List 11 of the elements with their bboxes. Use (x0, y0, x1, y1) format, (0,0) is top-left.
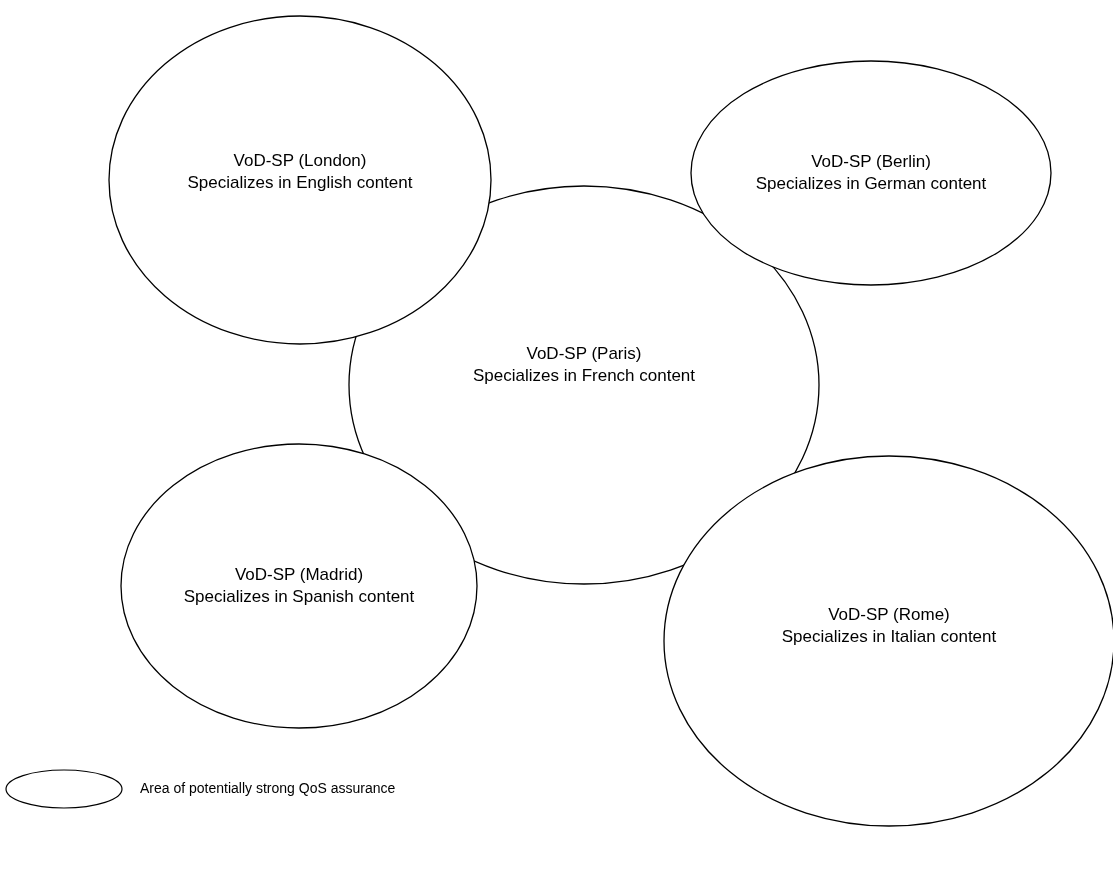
region-title: VoD-SP (London) (233, 150, 367, 172)
region-description: Specializes in German content (755, 173, 987, 195)
region-title: VoD-SP (Rome) (828, 604, 950, 626)
legend-text: Area of potentially strong QoS assurance (140, 780, 396, 796)
region-description: Specializes in French content (472, 365, 696, 387)
region-description: Specializes in Spanish content (183, 586, 415, 608)
region-title: VoD-SP (Paris) (526, 343, 642, 365)
region-description: Specializes in English content (187, 172, 413, 194)
region-description: Specializes in Italian content (781, 626, 997, 648)
region-title: VoD-SP (Madrid) (234, 564, 364, 586)
region-title: VoD-SP (Berlin) (811, 151, 931, 173)
